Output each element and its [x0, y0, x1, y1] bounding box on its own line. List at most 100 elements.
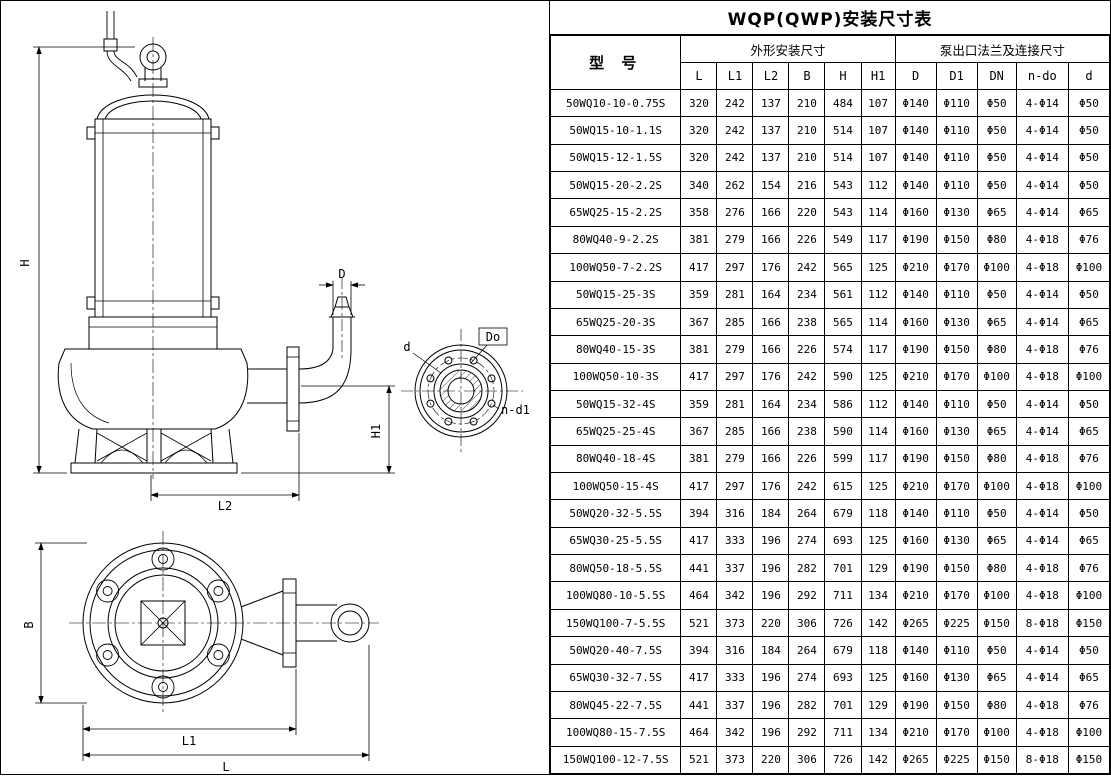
- model-cell: 80WQ50-18-5.5S: [549, 554, 682, 583]
- value-cell: 358: [680, 198, 718, 227]
- value-cell: 701: [824, 554, 862, 583]
- value-cell: Φ190: [894, 225, 937, 255]
- value-cell: 4-Φ18: [1015, 472, 1069, 501]
- value-cell: 4-Φ18: [1015, 253, 1069, 282]
- value-cell: Φ100: [976, 581, 1017, 610]
- value-cell: 693: [824, 663, 862, 692]
- value-cell: 464: [680, 581, 718, 610]
- value-cell: 196: [752, 581, 790, 610]
- value-cell: 234: [788, 280, 826, 309]
- value-cell: Φ100: [976, 718, 1017, 747]
- value-cell: 441: [680, 554, 718, 583]
- value-cell: 679: [824, 499, 862, 528]
- model-cell: 50WQ15-25-3S: [549, 280, 682, 309]
- value-cell: 514: [824, 143, 862, 173]
- model-cell: 65WQ25-15-2.2S: [549, 198, 682, 227]
- value-cell: Φ80: [976, 335, 1017, 364]
- model-cell: 65WQ30-32-7.5S: [549, 663, 682, 692]
- value-cell: Φ50: [976, 389, 1017, 419]
- value-cell: 281: [716, 389, 754, 419]
- value-cell: 342: [716, 718, 754, 747]
- value-cell: 417: [680, 663, 718, 692]
- value-cell: Φ170: [935, 581, 978, 610]
- model-cell: 100WQ50-10-3S: [549, 362, 682, 391]
- value-cell: Φ50: [1067, 116, 1111, 145]
- model-cell: 50WQ15-20-2.2S: [549, 171, 682, 200]
- value-cell: 333: [716, 526, 754, 556]
- value-cell: 306: [788, 608, 826, 638]
- value-cell: 320: [680, 116, 718, 145]
- dim-label-H: H: [18, 259, 32, 266]
- value-cell: Φ65: [976, 198, 1017, 227]
- value-cell: 176: [752, 253, 790, 282]
- value-cell: 114: [860, 307, 896, 337]
- model-cell: 100WQ50-7-2.2S: [549, 253, 682, 282]
- drawing-panel: H H1 L2 D: [1, 1, 549, 774]
- value-cell: 441: [680, 690, 718, 720]
- value-cell: 142: [860, 608, 896, 638]
- value-cell: 4-Φ14: [1015, 143, 1069, 173]
- value-cell: Φ50: [976, 280, 1017, 309]
- value-cell: Φ80: [976, 225, 1017, 255]
- col-header-L2: L2: [752, 62, 790, 90]
- value-cell: Φ150: [1067, 608, 1111, 638]
- value-cell: 166: [752, 307, 790, 337]
- value-cell: 4-Φ14: [1015, 499, 1069, 528]
- value-cell: 196: [752, 663, 790, 692]
- model-cell: 80WQ40-15-3S: [549, 335, 682, 364]
- plan-view-dimensions: [35, 542, 370, 761]
- col-header-H1: H1: [860, 62, 896, 90]
- table-title: WQP(QWP)安装尺寸表: [550, 1, 1110, 35]
- value-cell: 142: [860, 745, 896, 775]
- value-cell: 166: [752, 444, 790, 474]
- value-cell: 196: [752, 690, 790, 720]
- value-cell: 599: [824, 444, 862, 474]
- value-cell: 514: [824, 116, 862, 145]
- value-cell: 112: [860, 171, 896, 200]
- value-cell: Φ210: [894, 718, 937, 747]
- value-cell: Φ100: [1067, 718, 1111, 747]
- value-cell: Φ110: [935, 389, 978, 419]
- value-cell: 242: [716, 143, 754, 173]
- value-cell: Φ50: [976, 636, 1017, 665]
- model-cell: 50WQ15-12-1.5S: [549, 143, 682, 173]
- value-cell: 164: [752, 280, 790, 309]
- value-cell: Φ160: [894, 417, 937, 446]
- value-cell: Φ110: [935, 116, 978, 145]
- value-cell: 184: [752, 636, 790, 665]
- value-cell: Φ65: [1067, 663, 1111, 692]
- value-cell: Φ130: [935, 663, 978, 692]
- value-cell: Φ190: [894, 335, 937, 364]
- value-cell: 262: [716, 171, 754, 200]
- value-cell: 114: [860, 198, 896, 227]
- col-header-D: D: [894, 62, 937, 90]
- value-cell: 373: [716, 608, 754, 638]
- value-cell: Φ130: [935, 307, 978, 337]
- value-cell: Φ65: [1067, 526, 1111, 556]
- value-cell: 4-Φ18: [1015, 690, 1069, 720]
- value-cell: 220: [752, 745, 790, 775]
- dim-label-B: B: [22, 621, 36, 628]
- value-cell: 238: [788, 417, 826, 446]
- col-header-DN: DN: [976, 62, 1017, 90]
- value-cell: Φ265: [894, 745, 937, 775]
- value-cell: Φ110: [935, 88, 978, 118]
- value-cell: 711: [824, 718, 862, 747]
- value-cell: Φ225: [935, 745, 978, 775]
- value-cell: 679: [824, 636, 862, 665]
- value-cell: 210: [788, 143, 826, 173]
- value-cell: Φ50: [1067, 636, 1111, 665]
- dim-label-L: L: [222, 760, 229, 774]
- model-header: 型 号: [549, 35, 682, 90]
